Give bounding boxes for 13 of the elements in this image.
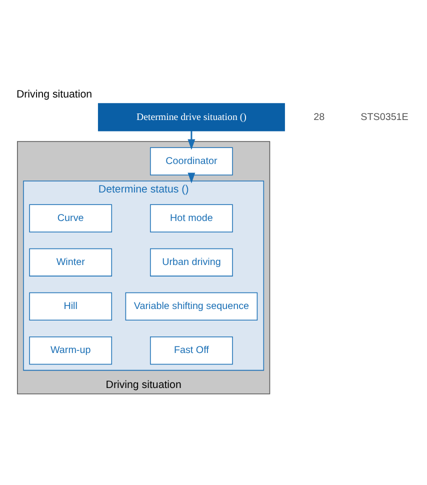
node-box: Variable shifting sequence bbox=[125, 292, 258, 320]
node-box: Fast Off bbox=[150, 336, 233, 364]
arrow bbox=[188, 172, 196, 183]
diagram-title: Driving situation bbox=[16, 88, 92, 100]
node-box: Curve bbox=[29, 204, 112, 232]
node-box: Winter bbox=[29, 248, 112, 276]
node-box: Warm-up bbox=[29, 336, 112, 364]
node-box: Urban driving bbox=[150, 248, 233, 276]
label: STS0351E bbox=[360, 111, 408, 122]
node-box: Hot mode bbox=[150, 204, 233, 232]
node-box: Determine drive situation () bbox=[98, 102, 285, 131]
label: 28 bbox=[314, 111, 325, 122]
node-box: Hill bbox=[29, 292, 112, 320]
